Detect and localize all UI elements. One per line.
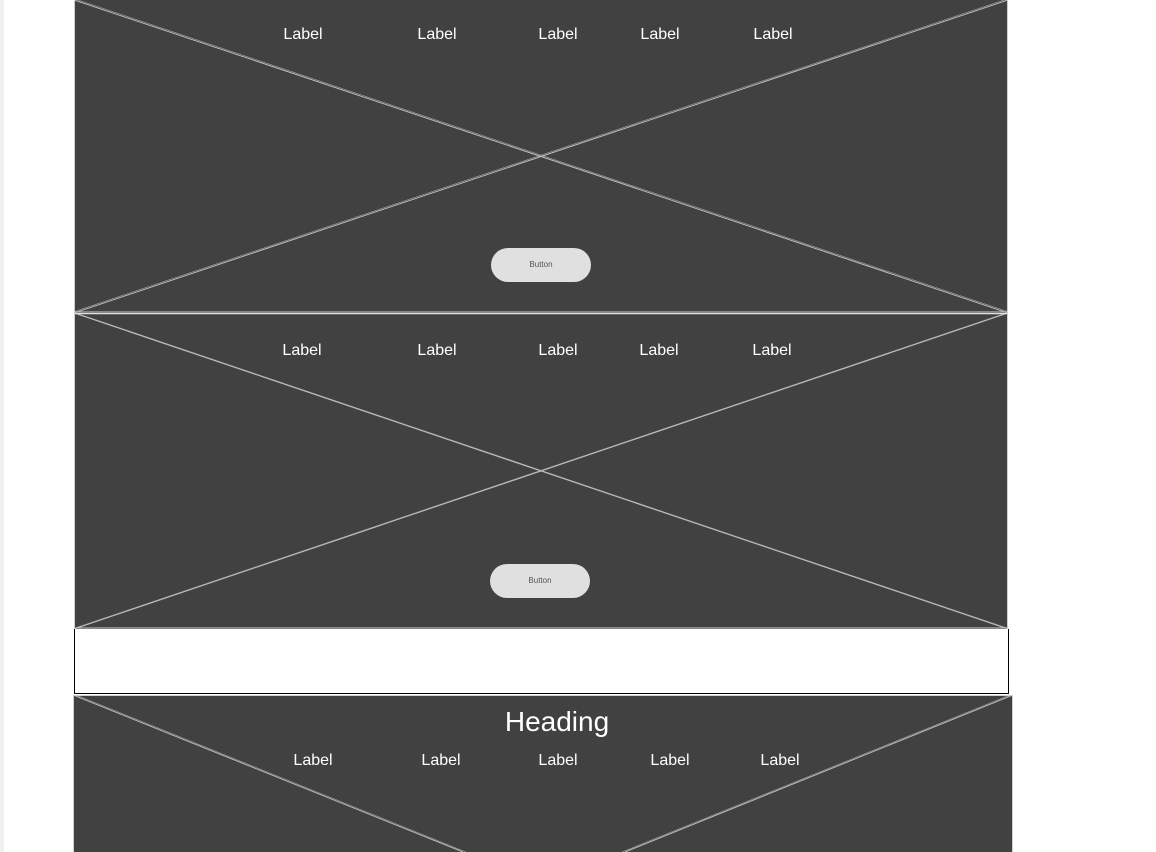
- nav-label[interactable]: Label: [538, 342, 578, 359]
- cta-button[interactable]: Button: [490, 564, 590, 598]
- hero-image-placeholder-1: Label Label Label Label Label Button: [74, 0, 1008, 313]
- placeholder-cross-icon: [74, 313, 1008, 629]
- nav-label[interactable]: Label: [417, 26, 457, 43]
- nav-label[interactable]: Label: [538, 752, 578, 769]
- placeholder-cross-icon: [74, 0, 1008, 313]
- placeholder-cross-icon: [73, 695, 1013, 852]
- nav-label[interactable]: Label: [421, 752, 461, 769]
- nav-label[interactable]: Label: [640, 26, 680, 43]
- nav-label[interactable]: Label: [293, 752, 333, 769]
- section-heading: Heading: [504, 706, 610, 737]
- left-margin-strip: [0, 0, 4, 852]
- nav-label[interactable]: Label: [282, 342, 322, 359]
- nav-label[interactable]: Label: [650, 752, 690, 769]
- hero-image-placeholder-3: Heading Label Label Label Label Label: [73, 695, 1013, 852]
- nav-label[interactable]: Label: [417, 342, 457, 359]
- cta-button[interactable]: Button: [491, 248, 591, 282]
- nav-label[interactable]: Label: [283, 26, 323, 43]
- spacer-band: [74, 629, 1009, 694]
- nav-label[interactable]: Label: [752, 342, 792, 359]
- nav-label[interactable]: Label: [753, 26, 793, 43]
- nav-label[interactable]: Label: [639, 342, 679, 359]
- nav-label[interactable]: Label: [760, 752, 800, 769]
- hero-image-placeholder-2: Label Label Label Label Label Button: [74, 313, 1008, 629]
- nav-label[interactable]: Label: [538, 26, 578, 43]
